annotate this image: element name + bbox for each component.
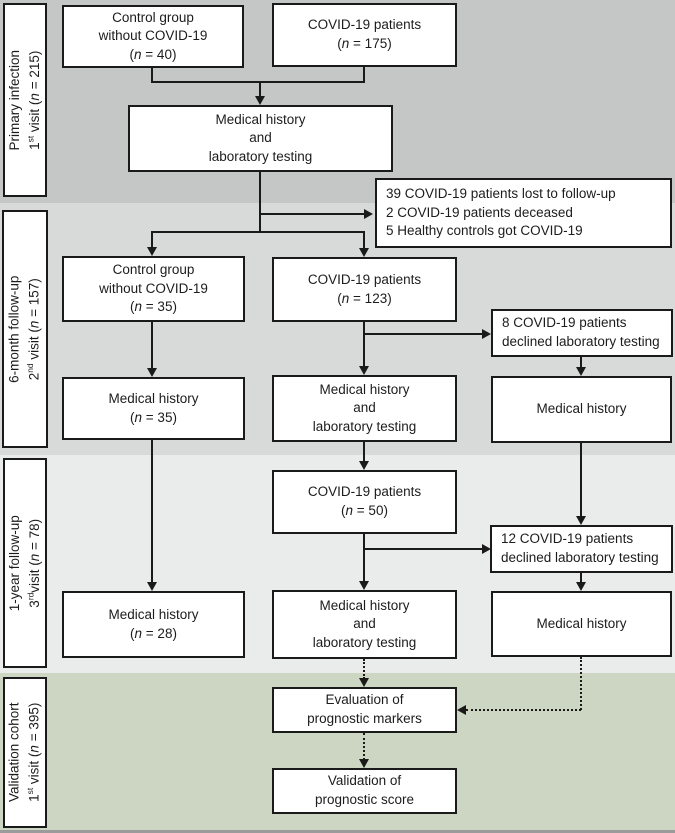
arrowhead-into-eval-right — [457, 705, 466, 715]
box-medical-history-declined-v2: Medical history — [491, 376, 672, 443]
arrowhead-into-covid123 — [359, 248, 369, 257]
connector-to-declined8 — [364, 333, 482, 335]
connector-covid123-down — [363, 322, 365, 367]
connector-covid50-down — [363, 534, 365, 582]
band-label-validation: Validation cohort 1st visit (n = 395) — [3, 677, 47, 828]
connector-control40-down — [151, 68, 153, 82]
box-medical-history-lab-v1: Medical history and laboratory testing — [128, 105, 393, 172]
arrowhead-into-mh28 — [147, 582, 157, 591]
arrowhead-into-mh1 — [255, 96, 265, 105]
connector-ctrl35-down — [151, 322, 153, 369]
arrowhead-into-attrition — [364, 209, 373, 219]
connector-covid175-down — [363, 67, 365, 82]
band-label-title: Primary infection — [6, 49, 22, 151]
connector-declined8-down — [580, 357, 582, 368]
connector-mh35-down — [151, 440, 153, 583]
band-label-primary-infection: Primary infection 1st visit (n = 215) — [3, 3, 47, 197]
box-evaluation-markers: Evaluation of prognostic markers — [272, 687, 457, 733]
box-medical-history-control-v2: Medical history (n = 35) — [62, 377, 245, 440]
connector-mh1-down — [259, 172, 261, 233]
dotted-connector-mhr3-left — [466, 709, 581, 711]
arrowhead-into-mhlab3 — [359, 581, 369, 590]
arrowhead-into-ctrl35 — [147, 247, 157, 256]
connector-mhlab2-down — [363, 442, 365, 462]
band-label-visit: 1st visit (n = 215) — [25, 50, 43, 150]
box-control-group-v1: Control group without COVID-19 (n = 40) — [62, 5, 244, 68]
arrowhead-into-declined12-side — [482, 544, 491, 554]
box-declined-lab-v3: 12 COVID-19 patients declined laboratory… — [490, 525, 673, 573]
box-declined-lab-v2: 8 COVID-19 patients declined laboratory … — [491, 309, 673, 357]
band-label-visit: 2nd visit (n = 157) — [25, 278, 43, 380]
box-control-group-v2: Control group without COVID-19 (n = 35) — [62, 256, 245, 322]
box-attrition-summary: 39 COVID-19 patients lost to follow-up 2… — [375, 178, 672, 248]
band-label-visit: 1st visit (n = 395) — [25, 702, 43, 803]
dotted-connector-mhr3-down — [580, 657, 582, 710]
box-medical-history-control-v3: Medical history (n = 28) — [62, 591, 245, 658]
box-covid-patients-v1: COVID-19 patients (n = 175) — [272, 3, 457, 67]
dotted-connector-mhlab3-down — [363, 659, 365, 679]
arrowhead-into-eval — [359, 678, 369, 687]
arrowhead-into-covid50 — [359, 461, 369, 470]
connector-to-declined12 — [364, 548, 482, 550]
band-label-visit: 3rdvisit (n = 78) — [25, 518, 43, 608]
arrowhead-into-mhr3 — [576, 582, 586, 591]
connector-split-left-v2 — [151, 231, 153, 248]
bottom-border-strip — [0, 830, 675, 833]
band-label-title: 6-month follow-up — [6, 275, 22, 383]
arrowhead-into-valid — [359, 759, 369, 768]
box-medical-history-lab-v3: Medical history and laboratory testing — [272, 590, 457, 659]
band-label-1-year: 1-year follow-up 3rdvisit (n = 78) — [3, 458, 47, 668]
arrowhead-into-mh35 — [147, 368, 157, 377]
connector-to-attrition — [260, 213, 364, 215]
arrowhead-into-declined12 — [576, 516, 586, 525]
band-label-6-month: 6-month follow-up 2nd visit (n = 157) — [2, 210, 48, 448]
connector-declined12-down — [580, 573, 582, 583]
connector-mhr2-down — [580, 443, 582, 517]
box-covid-patients-v2: COVID-19 patients (n = 123) — [272, 257, 457, 322]
connector-merge-top — [151, 81, 365, 83]
box-covid-patients-v3: COVID-19 patients (n = 50) — [272, 470, 457, 534]
arrowhead-into-mhlab2 — [359, 366, 369, 375]
box-medical-history-declined-v3: Medical history — [491, 591, 672, 657]
arrowhead-into-mhr2 — [576, 367, 586, 376]
box-medical-history-lab-v2: Medical history and laboratory testing — [272, 375, 457, 442]
arrowhead-into-declined8 — [482, 329, 491, 339]
connector-into-mh1 — [259, 81, 261, 97]
connector-split-right-v2 — [363, 231, 365, 249]
dotted-connector-eval-down — [363, 733, 365, 760]
box-validation-score: Validation of prognostic score — [272, 768, 457, 814]
band-label-title: 1-year follow-up — [6, 514, 22, 612]
connector-split-v2 — [151, 231, 365, 233]
band-label-title: Validation cohort — [6, 702, 22, 803]
